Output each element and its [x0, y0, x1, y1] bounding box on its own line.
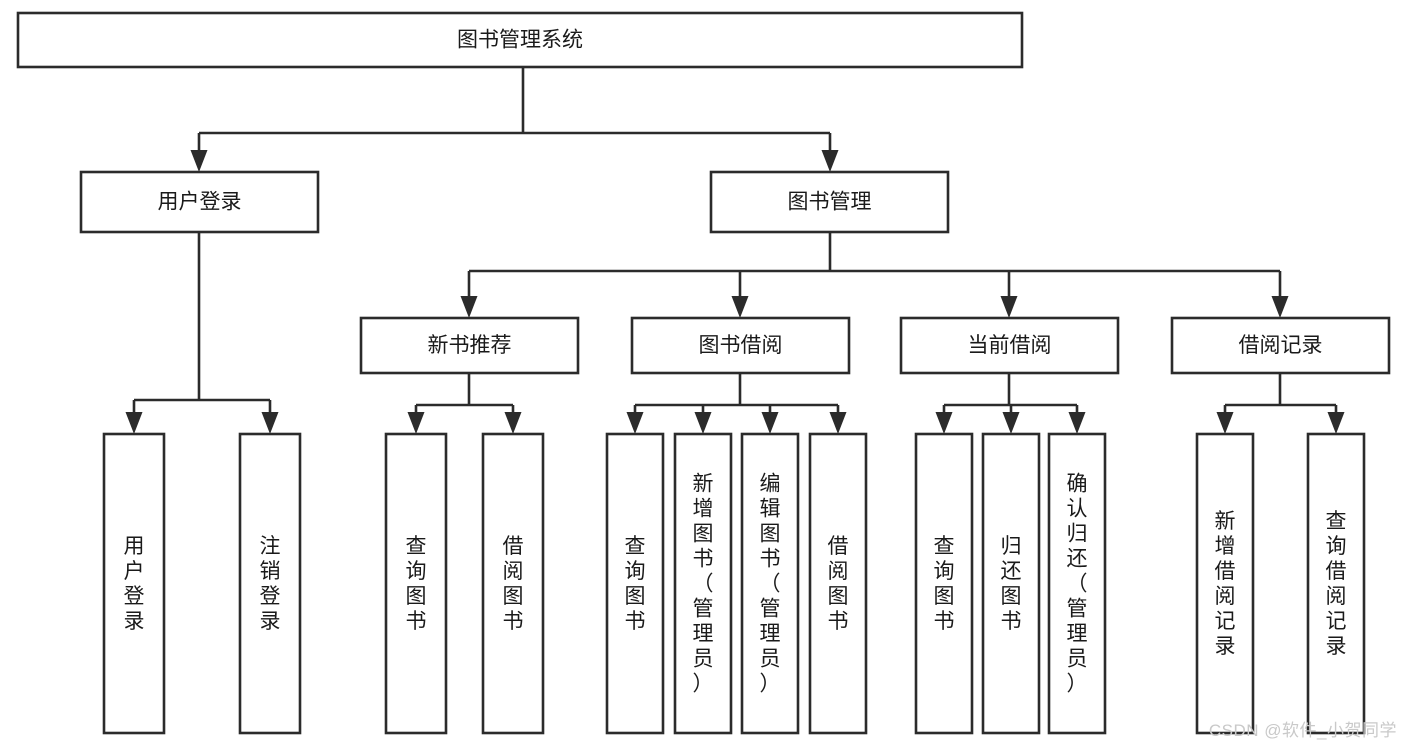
arrow-head-icon	[829, 412, 847, 434]
arrow-head-icon	[504, 412, 522, 434]
node-level3-2-rect[interactable]	[899, 316, 1120, 375]
node-level3-0-label: 新书推荐	[428, 334, 512, 357]
node-leaf-1[interactable]: 注销登录	[238, 432, 302, 735]
node-leaf-11-label: 新增借阅记录	[1215, 510, 1236, 658]
node-leaf-4-label: 查询图书	[625, 535, 646, 633]
node-root-system-rect[interactable]	[16, 11, 1024, 69]
node-leaf-3-rect[interactable]	[481, 432, 545, 735]
node-leaf-2-rect[interactable]	[384, 432, 448, 735]
node-leaf-12[interactable]: 查询借阅记录	[1306, 432, 1366, 735]
node-leaf-11-rect[interactable]	[1195, 432, 1255, 735]
node-leaf-0-rect[interactable]	[102, 432, 166, 735]
arrow-head-icon	[261, 412, 279, 434]
node-level2-1[interactable]: 图书管理	[709, 170, 950, 234]
node-leaf-12-rect[interactable]	[1306, 432, 1366, 735]
arrow-head-icon	[460, 296, 478, 318]
node-leaf-5-label: 新增图书（管理员）	[693, 473, 714, 696]
node-leaf-4-rect[interactable]	[605, 432, 665, 735]
node-leaf-10[interactable]: 确认归还（管理员）	[1047, 432, 1107, 735]
node-level3-3-rect[interactable]	[1170, 316, 1391, 375]
node-leaf-1-rect[interactable]	[238, 432, 302, 735]
node-leaf-10-rect[interactable]	[1047, 432, 1107, 735]
arrow-head-icon	[935, 412, 953, 434]
node-leaf-5[interactable]: 新增图书（管理员）	[673, 432, 733, 735]
node-leaf-9[interactable]: 归还图书	[981, 432, 1041, 735]
node-level2-1-label: 图书管理	[788, 191, 872, 214]
arrow-head-icon	[1002, 412, 1020, 434]
arrow-head-icon	[821, 150, 839, 172]
node-level2-1-rect[interactable]	[709, 170, 950, 234]
arrow-head-icon	[190, 150, 208, 172]
node-leaf-6[interactable]: 编辑图书（管理员）	[740, 432, 800, 735]
node-level3-0[interactable]: 新书推荐	[359, 316, 580, 375]
node-root-system-label: 图书管理系统	[457, 29, 583, 52]
node-leaf-9-rect[interactable]	[981, 432, 1041, 735]
arrow-head-icon	[1000, 296, 1018, 318]
node-level3-1-label: 图书借阅	[699, 334, 783, 357]
node-leaf-8-rect[interactable]	[914, 432, 974, 735]
node-level2-0[interactable]: 用户登录	[79, 170, 320, 234]
node-leaf-6-label: 编辑图书（管理员）	[760, 473, 781, 696]
node-leaf-12-label: 查询借阅记录	[1326, 510, 1347, 658]
node-leaf-2-label: 查询图书	[406, 535, 427, 633]
connector-layer	[125, 67, 1345, 434]
node-leaf-3-label: 借阅图书	[503, 535, 524, 633]
arrow-head-icon	[1271, 296, 1289, 318]
node-level3-1-rect[interactable]	[630, 316, 851, 375]
node-leaf-7[interactable]: 借阅图书	[808, 432, 868, 735]
node-leaf-7-rect[interactable]	[808, 432, 868, 735]
node-leaf-6-rect[interactable]	[740, 432, 800, 735]
node-level3-3-label: 借阅记录	[1239, 334, 1323, 357]
node-leaf-10-label: 确认归还（管理员）	[1067, 473, 1088, 696]
arrow-head-icon	[407, 412, 425, 434]
node-level3-1[interactable]: 图书借阅	[630, 316, 851, 375]
node-leaf-4[interactable]: 查询图书	[605, 432, 665, 735]
node-leaf-11[interactable]: 新增借阅记录	[1195, 432, 1255, 735]
node-leaf-0[interactable]: 用户登录	[102, 432, 166, 735]
arrow-head-icon	[1327, 412, 1345, 434]
watermark-label: CSDN @软件_小贺同学	[1208, 721, 1397, 740]
node-layer: 图书管理系统用户登录图书管理新书推荐图书借阅当前借阅借阅记录用户登录注销登录查询…	[16, 11, 1391, 735]
node-level2-0-label: 用户登录	[158, 191, 242, 214]
arrow-head-icon	[626, 412, 644, 434]
node-leaf-8[interactable]: 查询图书	[914, 432, 974, 735]
arrow-head-icon	[125, 412, 143, 434]
node-root-system[interactable]: 图书管理系统	[16, 11, 1024, 69]
node-leaf-3[interactable]: 借阅图书	[481, 432, 545, 735]
node-leaf-8-label: 查询图书	[934, 535, 955, 633]
arrow-head-icon	[694, 412, 712, 434]
node-level3-2-label: 当前借阅	[968, 334, 1052, 357]
node-level3-0-rect[interactable]	[359, 316, 580, 375]
node-leaf-1-label: 注销登录	[260, 535, 281, 633]
node-leaf-7-label: 借阅图书	[828, 535, 849, 633]
node-level3-2[interactable]: 当前借阅	[899, 316, 1120, 375]
node-leaf-9-label: 归还图书	[1001, 535, 1022, 633]
arrow-head-icon	[761, 412, 779, 434]
arrow-head-icon	[1216, 412, 1234, 434]
arrow-head-icon	[1068, 412, 1086, 434]
node-level2-0-rect[interactable]	[79, 170, 320, 234]
node-leaf-5-rect[interactable]	[673, 432, 733, 735]
node-leaf-0-label: 用户登录	[124, 535, 145, 633]
node-leaf-2[interactable]: 查询图书	[384, 432, 448, 735]
node-level3-3[interactable]: 借阅记录	[1170, 316, 1391, 375]
arrow-head-icon	[731, 296, 749, 318]
